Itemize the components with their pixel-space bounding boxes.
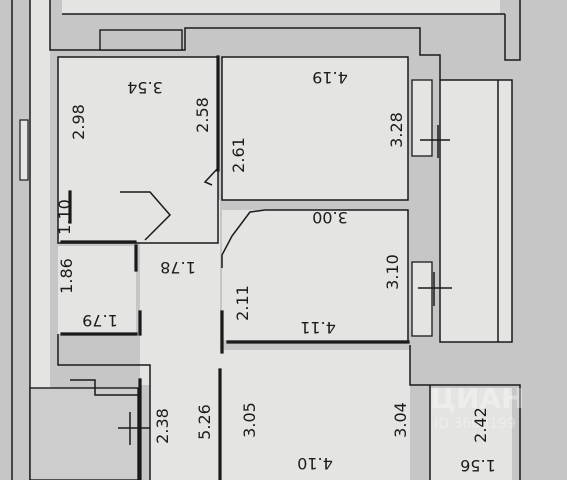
dim-2-38: 2.38 [153,408,172,444]
dim-2-61: 2.61 [229,137,248,173]
balcony-outline [439,79,513,343]
room-middle-right-outline [265,209,409,342]
dim-3-05: 3.05 [240,402,259,438]
dim-2-98: 2.98 [69,104,88,140]
watermark-id: ID 3663199 [434,416,516,432]
dim-3-54: 3.54 [127,78,163,97]
watermark-brand: ЦИАН [430,382,525,415]
dim-4-19: 4.19 [312,68,348,87]
door-left [120,191,172,241]
dim-3-10: 3.10 [383,254,402,290]
walls [11,0,521,480]
dim-1-86: 1.86 [57,258,76,294]
room-bottom-right [430,388,512,480]
balcony-right [440,80,512,342]
watermark: ЦИАН ID 3663199 [430,382,525,432]
dim-1-79: 1.79 [82,311,118,330]
dim-2-11: 2.11 [233,285,252,321]
dim-2-42: 2.42 [471,407,490,443]
door-center [203,167,219,186]
room-small-left [58,246,136,334]
dim-1-56: 1.56 [460,456,496,475]
dim-3-00: 3.00 [312,208,348,227]
vent-block [99,29,183,51]
bottom-right-outline [409,345,521,480]
rooms [30,0,512,480]
window-right-mid [411,261,433,337]
dim-5-26: 5.26 [195,404,214,440]
room-bottom [150,350,410,480]
dim-4-11: 4.11 [300,318,336,337]
dimension-labels: 3.54 4.19 2.98 2.58 2.61 3.28 3.00 1.10 … [55,68,496,475]
corridor-left [30,0,50,480]
dim-1-10: 1.10 [55,199,74,235]
dim-1-78: 1.78 [160,258,196,277]
dim-4-10: 4.10 [297,454,333,473]
dim-3-28: 3.28 [387,112,406,148]
wall-outline-right-top [504,0,521,61]
room-middle-right [222,210,408,340]
top-strip [62,0,500,14]
bottom-outline [57,334,151,480]
dim-3-04: 3.04 [391,402,410,438]
door-middle [221,209,266,268]
window-left [19,119,29,181]
bath-block [29,387,139,480]
room-top-right [222,57,408,200]
wall-outline-top [49,0,441,80]
bath-step [70,379,140,396]
dim-2-58: 2.58 [193,97,212,133]
window-right-top [411,79,433,157]
room-top-right-outline [221,56,409,201]
